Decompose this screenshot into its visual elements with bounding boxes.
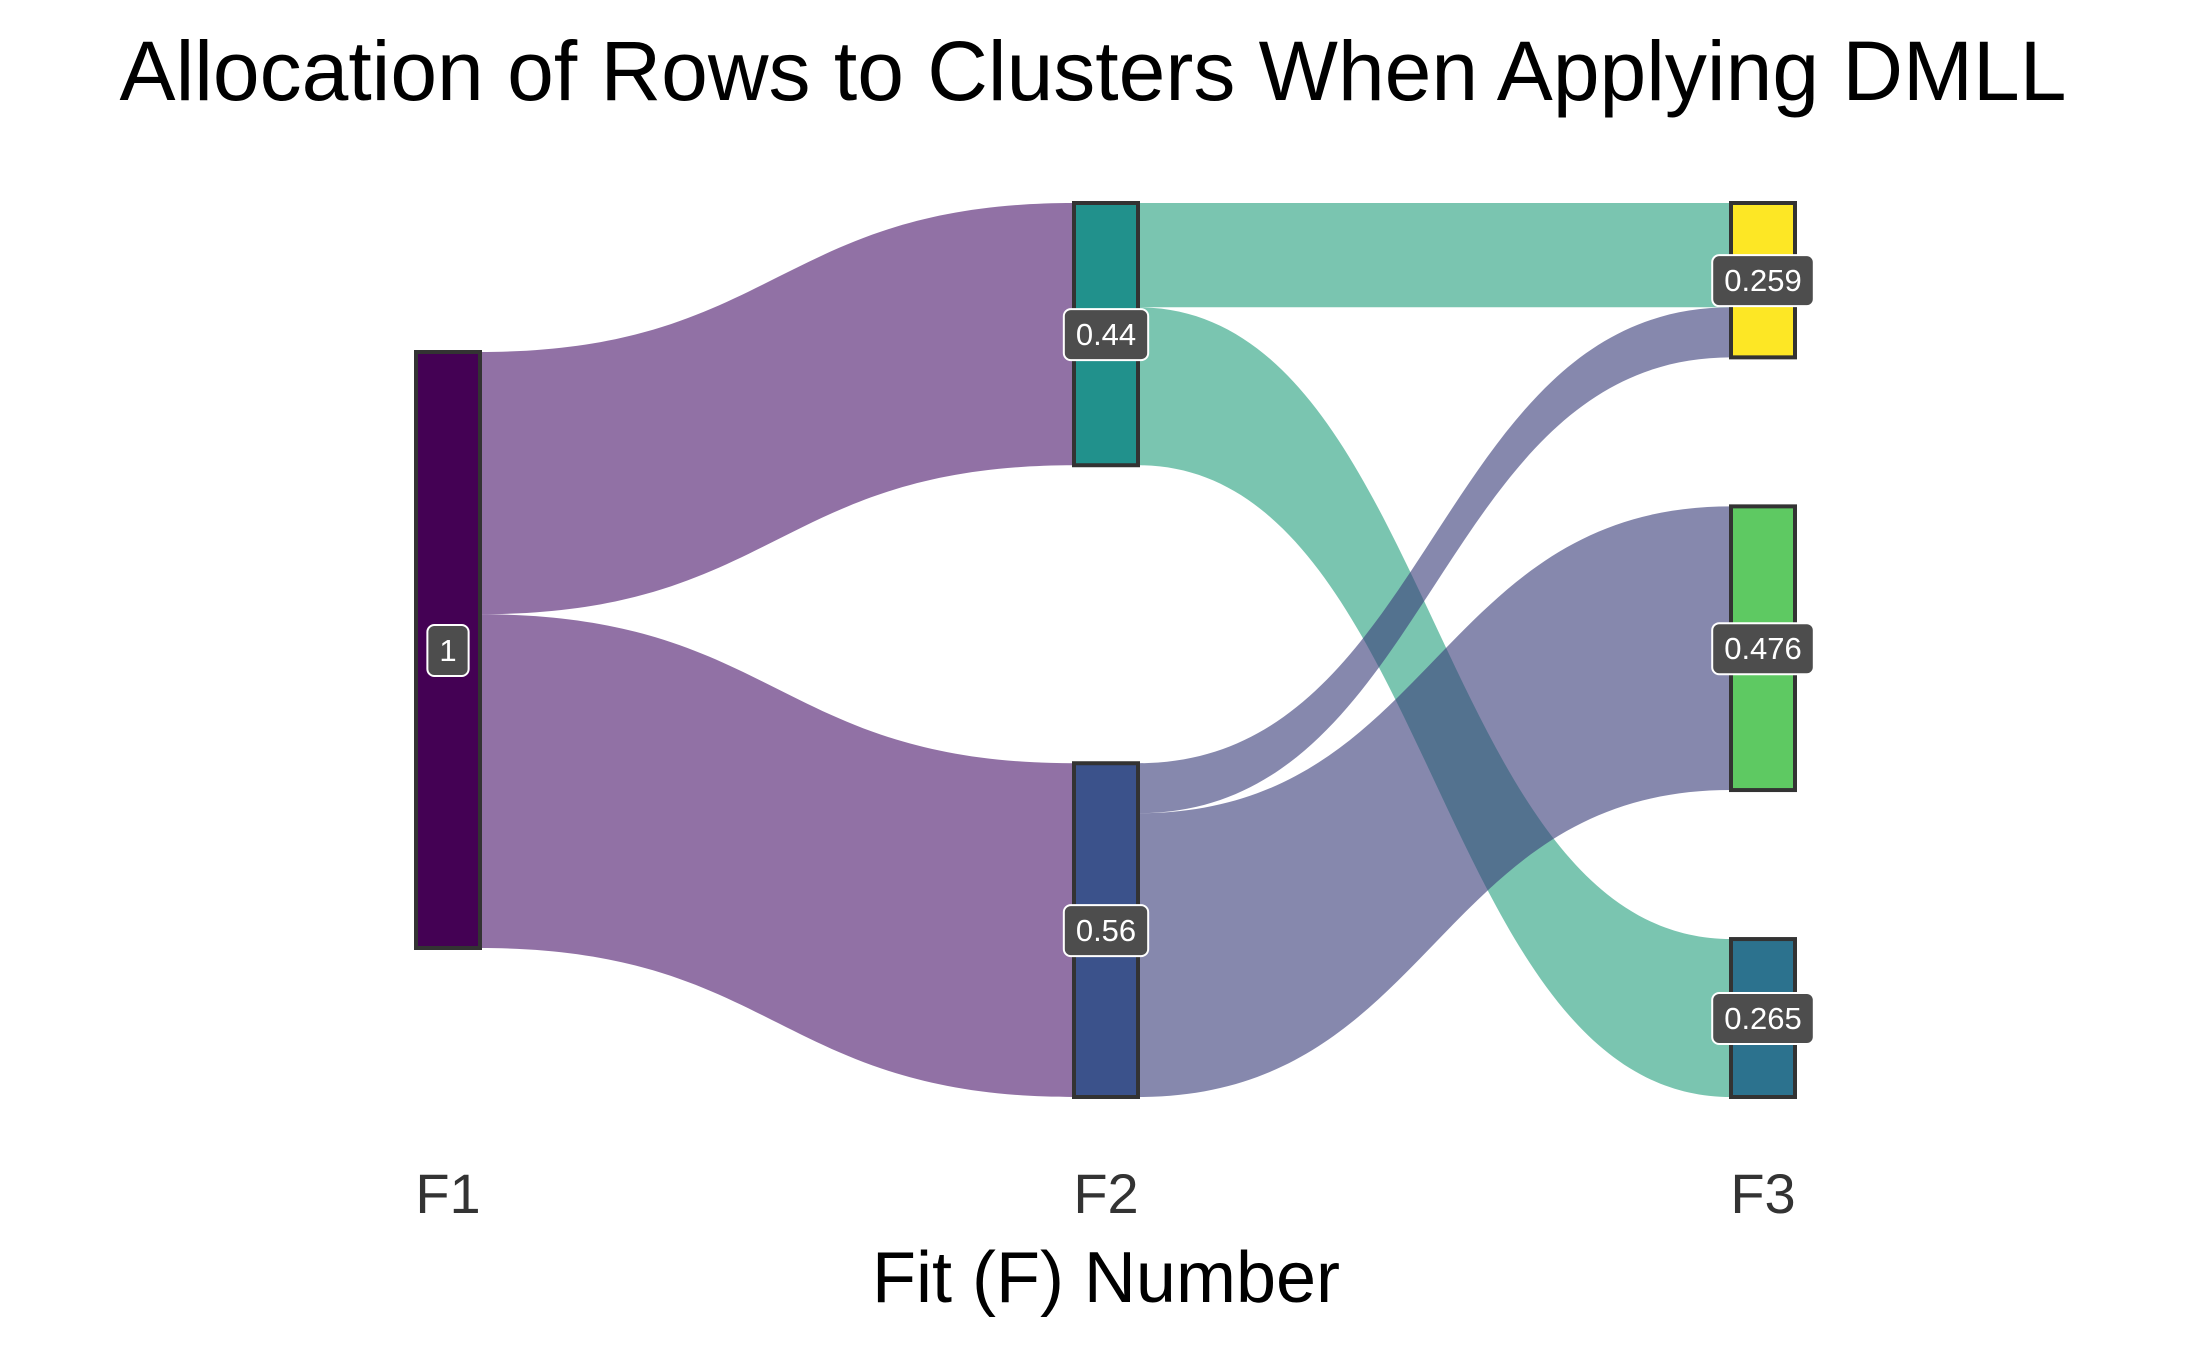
flow-f2_b-to-f3_b [1138, 506, 1731, 1097]
node-value-box [426, 624, 470, 677]
node-label-f3_a: 0.259 [1711, 254, 1815, 308]
node-label-f2_b: 0.56 [1062, 904, 1150, 958]
node-value-text: 0.476 [1724, 631, 1802, 666]
chart-title: Allocation of Rows to Clusters When Appl… [120, 24, 2067, 118]
x-axis-ticks: F1 F2 F3 [415, 1162, 1795, 1225]
x-tick-F1: F1 [415, 1162, 480, 1225]
node-label-f3_b: 0.476 [1711, 622, 1815, 676]
node-value-text: 0.259 [1724, 263, 1802, 298]
node-label-f1_all: 1 [426, 624, 470, 677]
node-labels-layer: 1 0.44 0.56 0.259 0.476 0.265 [426, 254, 1815, 1046]
node-label-f2_a: 0.44 [1062, 308, 1150, 362]
x-axis-label: Fit (F) Number [872, 1238, 1340, 1318]
node-value-box [1711, 622, 1815, 676]
node-value-box [1062, 308, 1150, 362]
node-value-text: 0.265 [1724, 1001, 1802, 1036]
nodes-layer [414, 201, 1797, 1099]
node-value-box [1062, 904, 1150, 958]
flow-f1_all-to-f2_b [480, 614, 1074, 1097]
node-value-text: 0.56 [1076, 913, 1136, 948]
node-value-box [1711, 254, 1815, 308]
flows-layer [480, 203, 1731, 1097]
node-value-text: 0.44 [1076, 317, 1136, 352]
x-tick-F3: F3 [1730, 1162, 1795, 1225]
flow-f2_a-to-f3_a [1138, 203, 1731, 308]
flow-f2_b-to-f3_a [1138, 307, 1731, 814]
node-label-f3_c: 0.265 [1711, 992, 1815, 1046]
node-value-text: 1 [439, 633, 456, 668]
node-value-box [1711, 992, 1815, 1046]
x-tick-F2: F2 [1073, 1162, 1138, 1225]
flow-f1_all-to-f2_a [480, 203, 1074, 615]
